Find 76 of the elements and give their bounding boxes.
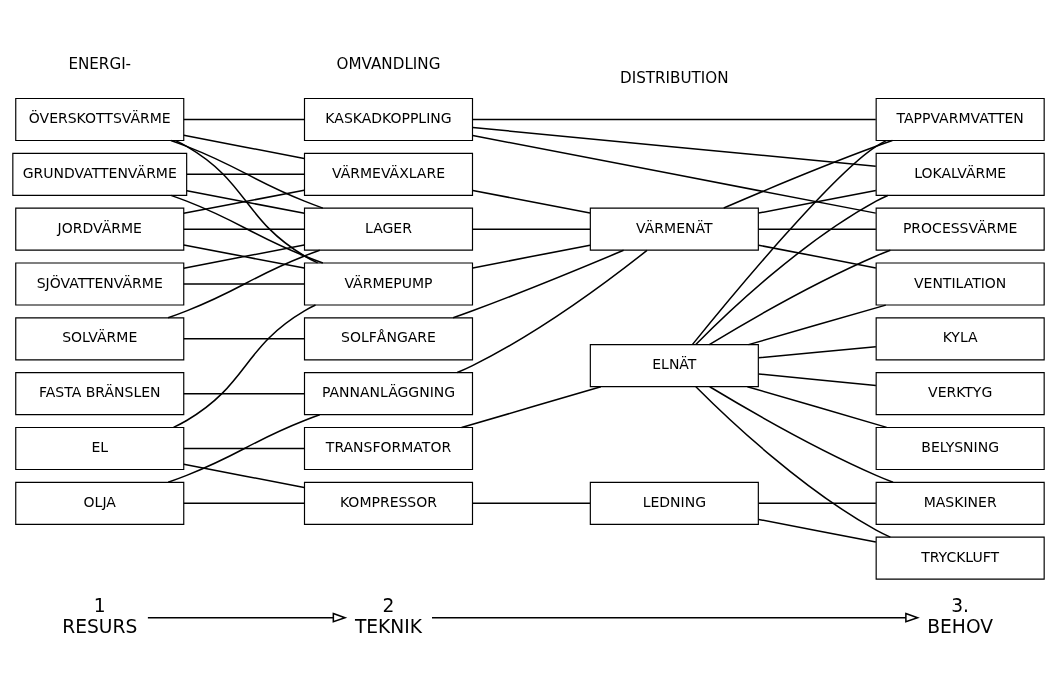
connector — [183, 282, 305, 285]
connector — [757, 502, 877, 504]
node-box: TAPPVARMVATTEN — [875, 97, 1045, 141]
connector — [183, 134, 305, 159]
connector — [746, 385, 888, 428]
connector — [747, 303, 887, 345]
node-box: PROCESSVÄRME — [875, 207, 1045, 251]
node-box: ÖVERSKOTTSVÄRME — [15, 97, 185, 141]
node-box: OLJA — [15, 481, 185, 525]
node-text: 3. BEHOV — [927, 594, 994, 637]
node-box: SJÖVATTENVÄRME — [15, 261, 185, 306]
connector — [708, 249, 892, 345]
node-box: PANNANLÄGGNING — [303, 371, 474, 415]
connector — [183, 243, 305, 269]
connector — [174, 139, 319, 264]
node-box: KYLA — [875, 316, 1045, 360]
connector — [757, 227, 877, 230]
connector — [472, 126, 877, 167]
connector — [757, 518, 877, 543]
node-box: FASTA BRÄNSLEN — [15, 371, 185, 415]
connector — [170, 194, 324, 264]
connector — [167, 249, 321, 318]
connector — [183, 447, 305, 449]
node-box: MASKINER — [875, 481, 1045, 525]
connector — [472, 118, 877, 120]
node-box: LOKALVÄRME — [875, 152, 1045, 196]
connector — [183, 337, 305, 340]
node-box: EL — [15, 426, 185, 470]
node-box: JORDVÄRME — [15, 207, 185, 251]
node-box: VÄRMENÄT — [589, 207, 759, 251]
label: DISTRIBUTION — [620, 68, 729, 87]
arrow — [147, 612, 348, 623]
arrow — [431, 612, 920, 623]
node-box: GRUNDVATTENVÄRME — [12, 152, 188, 196]
connector — [183, 227, 305, 230]
node-box: KASKADKOPPLING — [303, 97, 474, 141]
node-box: ELNÄT — [589, 343, 759, 387]
node-box: VÄRMEVÄXLARE — [303, 152, 474, 196]
connector — [472, 134, 877, 214]
connector — [456, 249, 648, 373]
connector — [460, 385, 602, 428]
node-box: TRYCKLUFT — [875, 536, 1045, 580]
connector — [183, 118, 305, 120]
node-box: VÄRMEPUMP — [303, 261, 474, 306]
connector — [723, 139, 894, 209]
node-box: LAGER — [303, 207, 474, 251]
connector — [695, 385, 892, 538]
connector — [691, 139, 887, 345]
connector — [472, 502, 591, 504]
node-box: VERKTYG — [875, 371, 1045, 415]
connector — [695, 194, 889, 345]
node-box: SOLFÅNGARE — [303, 316, 474, 360]
connector — [186, 173, 306, 175]
connector — [172, 303, 317, 428]
connector — [183, 502, 305, 504]
node-box: BELYSNING — [875, 426, 1045, 470]
connector — [472, 244, 591, 269]
node-text: 1 RESURS — [62, 594, 138, 637]
node-box: VENTILATION — [875, 261, 1045, 306]
connector — [472, 189, 591, 214]
connector — [167, 413, 321, 483]
node-text: 2 TEKNIK — [354, 594, 423, 637]
label: ENERGI- — [68, 54, 132, 73]
label: OMVANDLING — [336, 54, 441, 73]
connector — [757, 189, 877, 214]
connector — [757, 372, 877, 386]
connector — [472, 227, 591, 230]
connector — [757, 244, 877, 269]
node-box: SOLVÄRME — [15, 316, 185, 360]
connector — [757, 345, 877, 359]
connector — [183, 463, 305, 488]
node-box: TRANSFORMATOR — [303, 426, 474, 470]
connector — [170, 139, 324, 209]
node-box: LEDNING — [589, 481, 759, 525]
connector — [183, 392, 305, 394]
node-box: KOMPRESSOR — [303, 481, 474, 525]
